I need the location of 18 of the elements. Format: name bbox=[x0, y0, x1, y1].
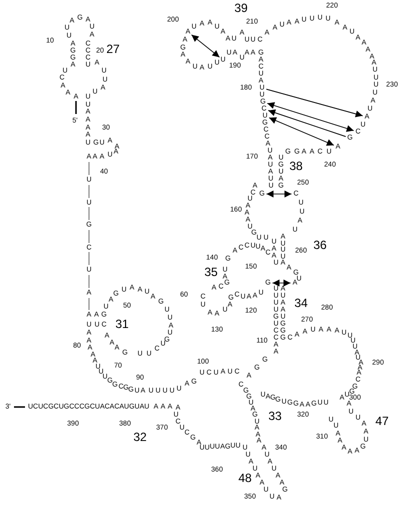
domain-number: 31 bbox=[115, 318, 129, 330]
domain-number: 48 bbox=[238, 472, 252, 484]
arrow bbox=[268, 117, 334, 146]
domain-number: 36 bbox=[313, 239, 327, 251]
domain-number: 27 bbox=[106, 43, 120, 55]
domain-number: 32 bbox=[133, 431, 147, 443]
domain-number: 34 bbox=[294, 297, 308, 309]
domain-number: 39 bbox=[234, 2, 248, 14]
arrow bbox=[266, 88, 364, 118]
arrow bbox=[266, 102, 354, 132]
domain-number: 47 bbox=[375, 415, 389, 427]
domain-number: 38 bbox=[289, 160, 303, 172]
arrow bbox=[272, 280, 291, 286]
domain-number: 33 bbox=[268, 410, 282, 422]
domain-number: 35 bbox=[204, 266, 218, 278]
arrow bbox=[268, 109, 346, 137]
arrow bbox=[266, 190, 292, 198]
arrow bbox=[191, 34, 220, 58]
